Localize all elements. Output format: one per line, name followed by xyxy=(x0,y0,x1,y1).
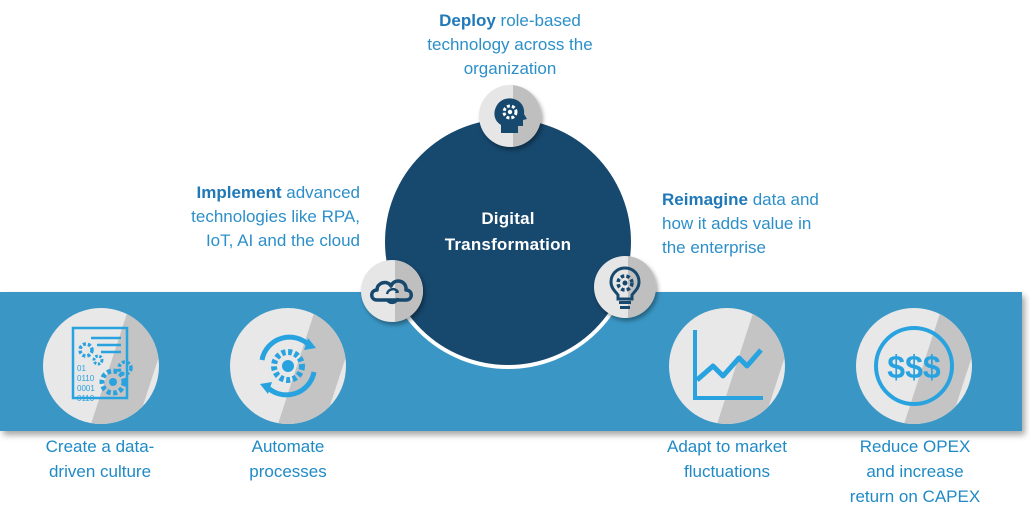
reimagine-text: Reimagine data and how it adds value in … xyxy=(662,188,892,260)
implement-line2: technologies like RPA, xyxy=(191,207,360,226)
caption-opex: Reduce OPEX and increase return on CAPEX xyxy=(830,434,1000,509)
caption-opex-line3: return on CAPEX xyxy=(849,487,981,506)
caption-market-line2: fluctuations xyxy=(684,462,770,481)
digital-transformation-circle xyxy=(381,115,635,369)
caption-opex-line2: and increase xyxy=(866,462,964,481)
dollar-coin-icon: $$$ xyxy=(874,326,954,406)
line-chart-icon xyxy=(693,330,763,400)
caption-market: Adapt to market fluctuations xyxy=(640,434,814,484)
center-title-line2: Transformation xyxy=(444,235,572,254)
caption-market-line1: Adapt to market xyxy=(666,437,787,456)
deploy-line3: organization xyxy=(463,59,557,78)
data-line-2: 0110 xyxy=(77,374,95,383)
implement-line1: advanced xyxy=(281,183,360,202)
data-line-3: 0001 xyxy=(77,384,95,393)
reimagine-bold: Reimagine xyxy=(662,190,748,209)
automate-circle xyxy=(230,308,346,424)
caption-automate: Automate processes xyxy=(210,434,366,484)
automation-cycle-icon xyxy=(259,334,317,398)
data-culture-circle: 01 0110 0001 0110 xyxy=(43,308,159,424)
implement-bold: Implement xyxy=(196,183,282,202)
lightbulb-gear-icon xyxy=(594,256,656,318)
deploy-text: Deploy role-based technology across the … xyxy=(375,9,645,81)
head-gear-icon xyxy=(479,85,541,147)
data-line-1: 01 xyxy=(77,364,86,373)
reimagine-line2: how it adds value in xyxy=(662,214,812,233)
deploy-line1: role-based xyxy=(495,11,581,30)
caption-opex-line1: Reduce OPEX xyxy=(859,437,971,456)
caption-data-culture-line2: driven culture xyxy=(48,462,152,481)
data-line-4: 0110 xyxy=(77,394,95,403)
reimagine-line1: data and xyxy=(747,190,819,209)
implement-text: Implement advanced technologies like RPA… xyxy=(140,181,360,253)
reimagine-line3: the enterprise xyxy=(662,238,766,257)
deploy-line2: technology across the xyxy=(427,35,593,54)
caption-data-culture-line1: Create a data- xyxy=(45,437,155,456)
implement-line3: IoT, AI and the cloud xyxy=(205,231,360,250)
svg-text:$$$: $$$ xyxy=(887,349,941,385)
opex-circle: $$$ xyxy=(856,308,972,424)
caption-automate-line1: Automate xyxy=(251,437,325,456)
market-circle xyxy=(669,308,785,424)
cloud-sync-icon xyxy=(361,260,423,322)
caption-data-culture: Create a data- driven culture xyxy=(20,434,180,484)
caption-automate-line2: processes xyxy=(249,462,327,481)
center-title: Digital Transformation xyxy=(381,206,635,258)
deploy-bold: Deploy xyxy=(439,11,496,30)
data-gears-icon: 01 0110 0001 0110 xyxy=(71,326,133,403)
center-title-line1: Digital xyxy=(481,209,535,228)
